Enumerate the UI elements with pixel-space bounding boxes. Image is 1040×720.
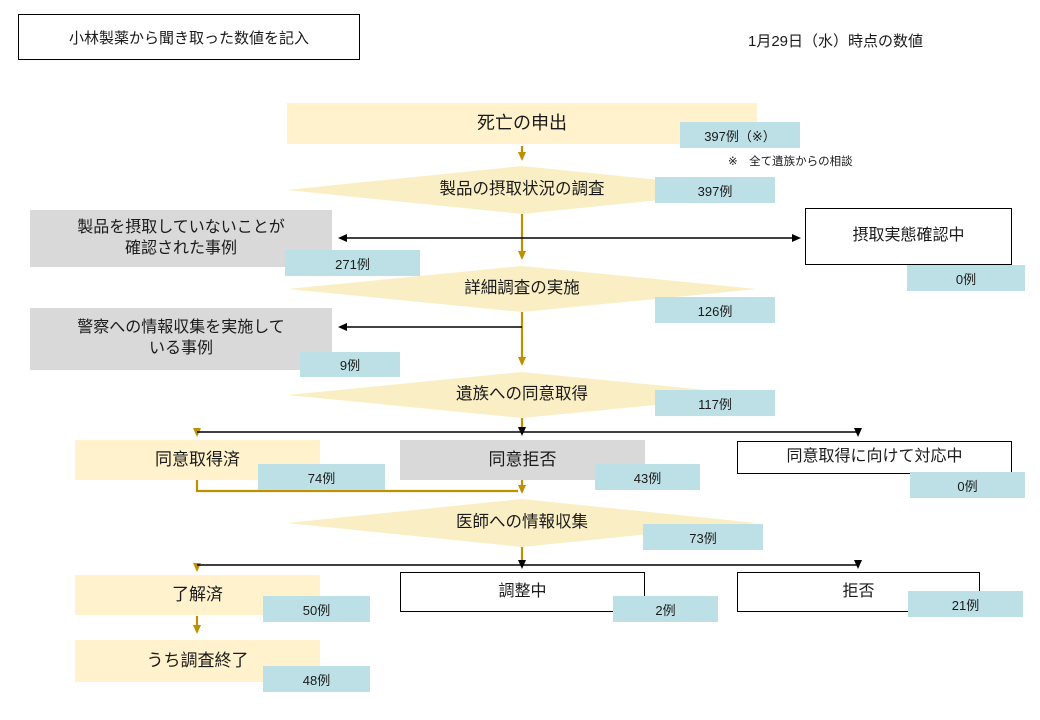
- node-label: うち調査終了: [146, 650, 249, 670]
- node-label: 警察への情報収集を実施している事例: [77, 319, 285, 357]
- node-intake-checking: 摂取実態確認中: [805, 208, 1012, 265]
- node-label: 同意取得に向けて対応中: [786, 448, 963, 466]
- node-not-ingested: 製品を摂取していないことが確認された事例: [30, 210, 332, 267]
- badge-survey-completed-count: 48例: [263, 666, 370, 692]
- badge-intake-checking-count: 0例: [907, 265, 1025, 291]
- date-label: 1月29日（水）時点の数値: [748, 33, 924, 50]
- node-label: 死亡の申出: [477, 112, 567, 133]
- badge-intake-survey-count: 397例: [655, 177, 775, 203]
- badge-consent-obtained-count: 74例: [258, 464, 385, 490]
- badge-doctor-agreed-count: 50例: [263, 596, 370, 622]
- node-police-info: 警察への情報収集を実施している事例: [30, 308, 332, 370]
- node-death-report: 死亡の申出: [287, 103, 757, 144]
- badge-consent-pending-count: 0例: [910, 472, 1025, 498]
- node-doctor-adjusting: 調整中: [400, 572, 645, 612]
- node-label: 拒否: [842, 582, 875, 600]
- badge-police-info-count: 9例: [300, 352, 400, 377]
- footnote: ※ 全て遺族からの相談: [728, 156, 853, 168]
- badge-doctor-refused-count: 21例: [908, 591, 1023, 617]
- node-label: 医師への情報収集: [456, 513, 588, 532]
- badge-family-consent-count: 117例: [655, 390, 775, 416]
- badge-doctor-info-count: 73例: [643, 524, 763, 550]
- node-label: 了解済: [172, 584, 223, 604]
- note-box: 小林製薬から聞き取った数値を記入: [18, 14, 360, 60]
- node-label: 同意拒否: [488, 449, 557, 469]
- node-label: 摂取実態確認中: [852, 227, 965, 245]
- node-consent-pending: 同意取得に向けて対応中: [737, 441, 1012, 474]
- node-doctor-agreed: 了解済: [75, 575, 320, 615]
- badge-not-ingested-count: 271例: [285, 250, 420, 276]
- badge-doctor-adjusting-count: 2例: [613, 596, 718, 622]
- node-label: 同意取得済: [155, 449, 240, 469]
- node-label: 詳細調査の実施: [464, 279, 580, 298]
- badge-death-report-count: 397例（※）: [680, 122, 800, 148]
- badge-consent-refused-count: 43例: [595, 464, 700, 490]
- node-label: 調整中: [498, 582, 547, 600]
- node-label: 製品を摂取していないことが確認された事例: [77, 218, 285, 257]
- node-label: 遺族への同意取得: [456, 385, 588, 404]
- note-box-text: 小林製薬から聞き取った数値を記入: [68, 29, 309, 47]
- badge-detail-survey-count: 126例: [655, 297, 775, 323]
- node-label: 製品の摂取状況の調査: [439, 180, 605, 199]
